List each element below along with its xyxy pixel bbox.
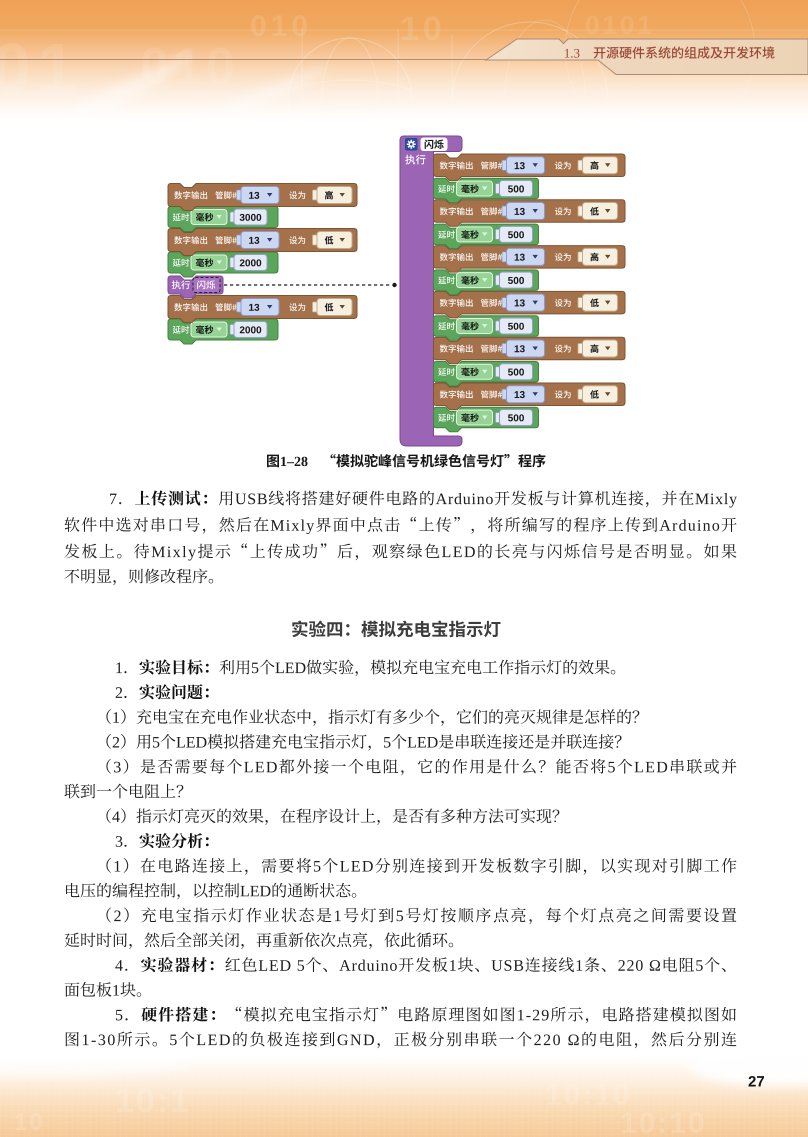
svg-text:010: 010 <box>140 38 239 96</box>
svg-text:10: 10 <box>400 10 446 48</box>
svg-text:10:10: 10:10 <box>620 1107 707 1137</box>
svg-text:10: 10 <box>14 1109 45 1136</box>
svg-text:10:10: 10:10 <box>545 1079 632 1112</box>
svg-text:010: 010 <box>250 10 312 43</box>
svg-text:0101: 0101 <box>585 10 655 40</box>
svg-text:10:1: 10:1 <box>115 1082 191 1120</box>
svg-text:01: 01 <box>0 29 82 107</box>
